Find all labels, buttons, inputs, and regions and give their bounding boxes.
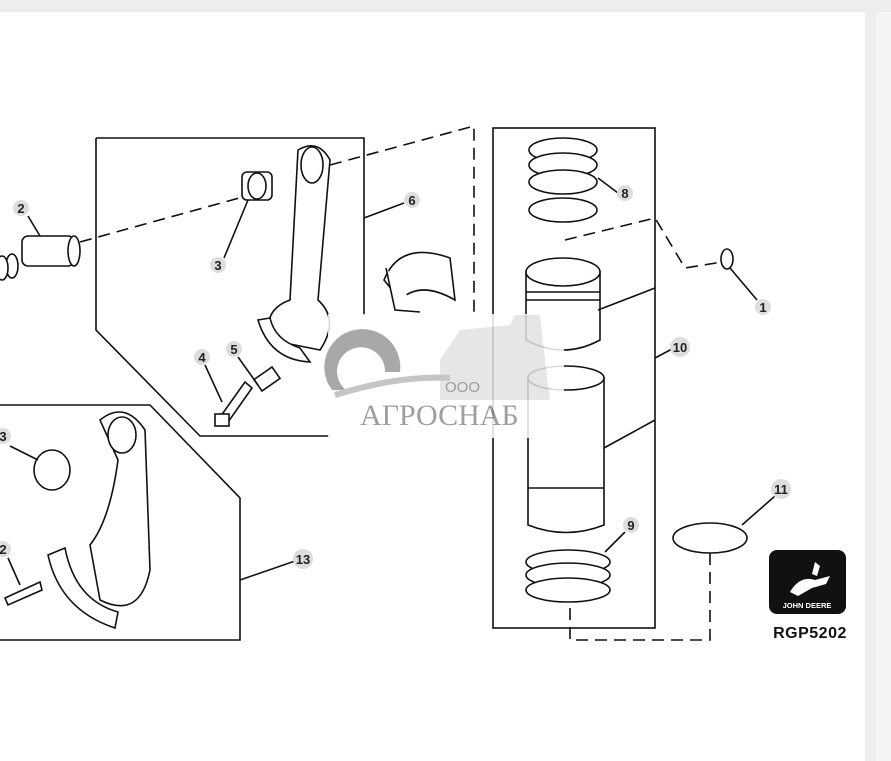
callout-2: 2 — [13, 200, 29, 216]
dashed-leader — [79, 194, 251, 243]
connecting-rod-alt — [3, 411, 151, 630]
callout-3: 3 — [210, 257, 226, 273]
svg-text:2: 2 — [0, 542, 7, 557]
dashed-leader — [329, 124, 475, 316]
connecting-rod-alt-box — [0, 404, 241, 641]
callout-13: 13 — [293, 549, 313, 569]
john-deere-logo: JOHN DEERE — [769, 550, 846, 614]
svg-text:ООО: ООО — [445, 379, 480, 396]
liner-o-rings — [525, 549, 611, 603]
dashed-leader — [564, 217, 723, 269]
nut — [252, 365, 282, 393]
svg-text:АГРОСНАБ: АГРОСНАБ — [360, 399, 519, 432]
deer-icon — [790, 562, 830, 596]
callout-11: 11 — [771, 479, 791, 499]
callout-leaders — [7, 177, 776, 586]
combine-harvester-icon — [440, 315, 550, 400]
svg-text:4: 4 — [198, 350, 206, 365]
svg-text:6: 6 — [408, 193, 415, 208]
connecting-rod-group-box — [96, 137, 365, 316]
piston-rings — [528, 137, 598, 223]
svg-text:1: 1 — [759, 300, 766, 315]
snap-ring — [720, 248, 734, 270]
callout-1: 1 — [755, 299, 771, 315]
bearing-shells — [383, 251, 456, 313]
callout-3-alt: 3 — [0, 428, 11, 444]
agrosnab-watermark: ООО АГРОСНАБ — [324, 314, 564, 438]
packing-ring — [672, 522, 748, 554]
svg-text:3: 3 — [214, 258, 221, 273]
svg-text:3: 3 — [0, 429, 7, 444]
bolt — [214, 380, 254, 427]
svg-text:JOHN DEERE: JOHN DEERE — [783, 601, 832, 610]
bushing — [241, 171, 273, 201]
figure-code: RGP5202 — [773, 625, 847, 642]
gear-icon — [324, 329, 401, 390]
svg-text:10: 10 — [673, 340, 687, 355]
svg-text:11: 11 — [774, 482, 788, 497]
callout-6: 6 — [404, 192, 420, 208]
piston-pin — [0, 235, 81, 281]
callout-10: 10 — [670, 337, 690, 357]
callout-9: 9 — [623, 517, 639, 533]
svg-text:5: 5 — [230, 342, 237, 357]
callout-2-alt: 2 — [0, 541, 11, 557]
connecting-rod-group-box-left — [95, 138, 330, 437]
callout-4: 4 — [194, 349, 210, 365]
svg-text:2: 2 — [17, 201, 24, 216]
dashed-leader — [569, 540, 711, 641]
scrollbar-track[interactable] — [876, 12, 891, 761]
svg-text:8: 8 — [621, 186, 628, 201]
callout-5: 5 — [226, 341, 242, 357]
svg-text:13: 13 — [296, 552, 310, 567]
svg-text:9: 9 — [627, 518, 634, 533]
callout-8: 8 — [617, 185, 633, 201]
